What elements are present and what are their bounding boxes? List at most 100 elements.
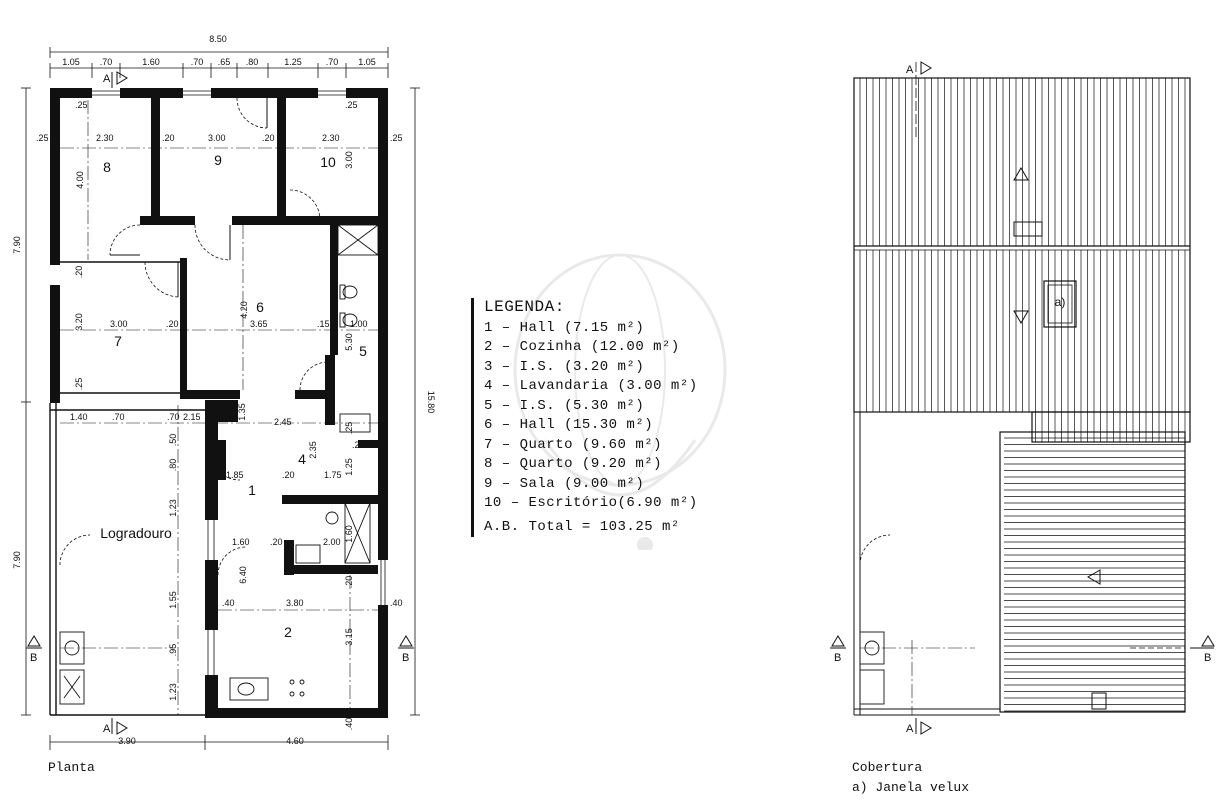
legend-item-2: 2 – Cozinha (12.00 m²) [484, 339, 680, 355]
dim-160v: 1.60 [344, 525, 354, 543]
dim-300b: 3.00 [110, 319, 128, 329]
dim-230b: 2.30 [322, 133, 340, 143]
room-label-6: 6 [256, 299, 264, 315]
room-label-7: 7 [114, 333, 122, 349]
legend-item-9: 9 – Sala (9.00 m²) [484, 475, 645, 492]
plan-caption: Planta [48, 760, 95, 775]
roof-tile-hatching [859, 78, 1186, 712]
dim-95: .95 [168, 644, 178, 657]
left-dim-upper: 7.90 [12, 236, 22, 254]
dim-20f: .20 [282, 470, 295, 480]
room-label-2: 2 [284, 624, 292, 640]
dim-25f: .25 [344, 422, 354, 435]
dim-640: 6.40 [238, 566, 248, 584]
top-dim-2: .70 [100, 57, 113, 67]
top-dim-1: 1.05 [62, 57, 80, 67]
legend-item-4: 4 – Lavandaria (3.00 m²) [484, 378, 698, 394]
legend-item-10: 10 – Escritório(6.90 m²) [484, 495, 698, 511]
dim-40a: .40 [222, 598, 235, 608]
legend: LEGENDA: 1 – Hall (7.15 m²) 2 – Cozinha … [471, 298, 698, 537]
roof-section-a-bottom: A [906, 723, 914, 735]
top-dim-4: .70 [191, 57, 204, 67]
plan-view [21, 47, 420, 750]
section-a-bottom: A [103, 723, 111, 735]
roof-labels: a) A A B B [834, 64, 1211, 735]
room-label-1: 1 [248, 482, 256, 498]
dim-25b: .25 [36, 133, 49, 143]
dim-20a: .20 [162, 133, 175, 143]
dim-300v: 3.00 [344, 151, 354, 169]
dim-20c: .20 [74, 266, 84, 279]
legend-item-3: 3 – I.S. (3.20 m²) [484, 358, 645, 375]
dim-70b: .70 [167, 412, 180, 422]
dim-20h: .20 [344, 576, 354, 589]
dim-215: 2.15 [183, 412, 201, 422]
roof-caption-title: Cobertura [852, 760, 923, 775]
dim-125: 1.25 [344, 458, 354, 476]
bottom-dim-2: 4.60 [286, 736, 304, 746]
dim-235: 2.35 [308, 441, 318, 459]
dim-40b: .40 [390, 598, 403, 608]
legend-item-7: 7 – Quarto (9.60 m²) [484, 436, 663, 453]
dim-20b: .20 [262, 133, 275, 143]
dim-15: .15 [317, 319, 330, 329]
right-dim-total: 15.80 [426, 391, 436, 414]
dim-530: 5.30 [344, 333, 354, 351]
room-label-8: 8 [103, 159, 111, 175]
dim-200: 2.00 [323, 537, 341, 547]
room-label-4: 4 [298, 451, 306, 467]
legend-item-1: 1 – Hall (7.15 m²) [484, 319, 645, 336]
roof-section-a-top: A [906, 64, 914, 76]
dim-420: 4.20 [239, 301, 249, 319]
plan-dimension-labels: 8.50 1.05 .70 1.60 .70 .65 .80 1.25 .70 … [12, 34, 436, 746]
room-label-9: 9 [214, 152, 222, 168]
room-label-5: 5 [359, 343, 367, 359]
dim-160a: 1.60 [232, 537, 250, 547]
top-dim-6: .80 [246, 57, 259, 67]
dim-20g: .20 [270, 537, 283, 547]
top-dim-9: 1.05 [358, 57, 376, 67]
dim-320: 3.20 [74, 313, 84, 331]
dim-70a: .70 [112, 412, 125, 422]
legend-item-6: 6 – Hall (15.30 m²) [484, 417, 654, 433]
top-dim-3: 1.60 [142, 57, 160, 67]
dim-315: 3.15 [344, 628, 354, 646]
legend-item-8: 8 – Quarto (9.20 m²) [484, 456, 663, 472]
dim-245: 2.45 [274, 417, 292, 427]
legend-total: A.B. Total = 103.25 m² [484, 518, 680, 535]
dim-123b: 1.23 [168, 683, 178, 701]
roof-view [830, 61, 1215, 735]
bottom-dim-1: 3.90 [118, 736, 136, 746]
top-dim-8: .70 [326, 57, 339, 67]
room-label-10: 10 [320, 154, 336, 170]
section-a-top: A [103, 73, 111, 85]
dim-123a: 1.23 [168, 499, 178, 517]
roof-section-b-left: B [834, 652, 841, 664]
dim-400: 4.00 [75, 171, 85, 189]
section-b-left: B [30, 652, 37, 664]
dim-100: 1.00 [350, 319, 368, 329]
dim-25e: .25 [74, 378, 84, 391]
roof-section-b-right: B [1204, 652, 1211, 664]
dim-380: 3.80 [286, 598, 304, 608]
room-label-logradouro: Logradouro [100, 525, 172, 541]
legend-title: LEGENDA: [484, 298, 565, 316]
plan-section-markers: A A B B [30, 73, 409, 735]
top-dim-5: .65 [218, 57, 231, 67]
plan-room-labels: 8 9 10 7 6 5 4 1 2 Logradouro [100, 152, 367, 640]
roof-caption-note: a) Janela velux [852, 780, 970, 795]
dim-40c: .40 [344, 718, 354, 731]
overall-width-label: 8.50 [209, 34, 227, 44]
dim-50: .50 [168, 434, 178, 447]
dim-80: .80 [168, 459, 178, 472]
dim-365: 3.65 [250, 319, 268, 329]
velux-label: a) [1055, 295, 1066, 309]
dim-175: 1.75 [324, 470, 342, 480]
dim-135: 1.35 [237, 403, 247, 421]
dim-25a: .25 [75, 100, 88, 110]
dim-185: 1.85 [226, 470, 244, 480]
legend-item-5: 5 – I.S. (5.30 m²) [484, 397, 645, 414]
dim-155: 1.55 [168, 591, 178, 609]
dim-20e: .20 [166, 319, 179, 329]
